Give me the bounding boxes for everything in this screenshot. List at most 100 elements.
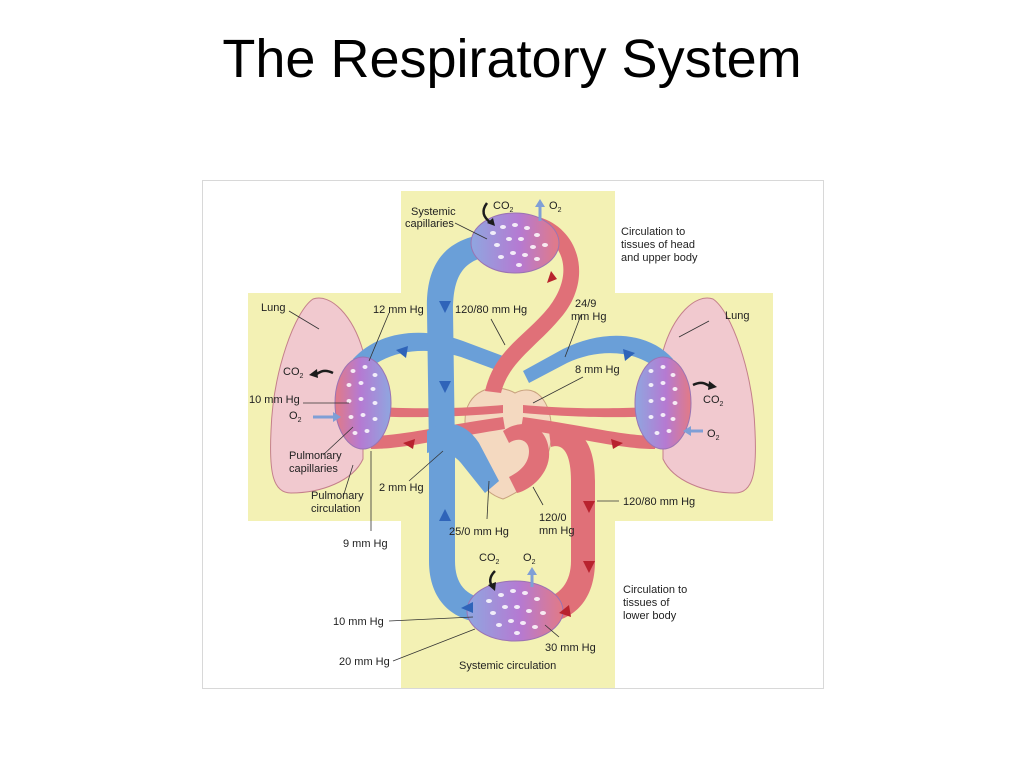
svg-text:25/0 mm Hg: 25/0 mm Hg: [449, 526, 509, 538]
o2-arrow-left-head: [333, 412, 341, 422]
label-pulm-cap-2: capillaries: [289, 463, 338, 475]
o2-arrow-top-head: [535, 199, 545, 207]
o2-arrow-bottom-head: [527, 567, 537, 575]
svg-text:O2: O2: [523, 552, 536, 566]
label-pulm-circ-2: circulation: [311, 503, 361, 515]
svg-text:Pulmonary: Pulmonary: [311, 490, 364, 502]
label-2-mmhg: 2 mm Hg: [379, 482, 424, 494]
label-o2-bottom: O: [523, 552, 532, 564]
label-8-mmhg: 8 mm Hg: [575, 364, 620, 376]
systemic-capillaries-upper: [470, 212, 560, 274]
label-12-mmhg: 12 mm Hg: [373, 304, 424, 316]
label-systemic-capillaries-2: capillaries: [405, 218, 454, 230]
flow-arrows-red: [403, 271, 623, 617]
leader-lines: [288, 222, 710, 662]
aorta-descending: [539, 428, 595, 623]
pulmonary-vein-right: [521, 417, 658, 449]
right-atrium: [427, 423, 499, 493]
label-co2-left: CO: [283, 366, 300, 378]
label-120-0-1: 120/0: [539, 512, 567, 524]
svg-text:circulation: circulation: [311, 503, 361, 515]
label-30-mmhg: 30 mm Hg: [545, 642, 596, 654]
label-pulm-circ-1: Pulmonary: [311, 490, 364, 502]
svg-text:120/80 mm Hg: 120/80 mm Hg: [455, 304, 527, 316]
label-co2-right-sub: 2: [720, 401, 724, 408]
svg-text:mm Hg: mm Hg: [539, 525, 574, 537]
label-co2-top: CO: [493, 200, 510, 212]
label-circ-lower-1: Circulation to: [623, 584, 687, 596]
svg-text:20 mm Hg: 20 mm Hg: [339, 656, 390, 668]
label-circ-upper-2: tissues of head: [621, 239, 695, 251]
label-120-80-top: 120/80 mm Hg: [455, 304, 527, 316]
svg-text:120/80 mm Hg: 120/80 mm Hg: [623, 496, 695, 508]
label-circ-upper-3: and upper body: [621, 252, 698, 264]
label-24-9-2: mm Hg: [571, 311, 606, 323]
co2-arrow-right-head: [708, 381, 717, 390]
svg-text:2 mm Hg: 2 mm Hg: [379, 482, 424, 494]
label-20-mmhg: 20 mm Hg: [339, 656, 390, 668]
label-9-mmhg: 9 mm Hg: [343, 538, 388, 550]
svg-text:O2: O2: [707, 428, 720, 442]
label-120-0-2: mm Hg: [539, 525, 574, 537]
svg-text:lower body: lower body: [623, 610, 677, 622]
svg-text:120/0: 120/0: [539, 512, 567, 524]
respiratory-circulation-diagram: Systemic capillaries CO2 O2 Circulation …: [202, 180, 824, 689]
svg-text:CO2: CO2: [479, 552, 500, 566]
right-lung: [662, 297, 756, 494]
label-120-80-right: 120/80 mm Hg: [623, 496, 695, 508]
left-ventricle: [503, 424, 550, 493]
left-lung: [270, 297, 364, 494]
svg-text:O2: O2: [549, 200, 562, 214]
co2-arrow-bottom-head: [488, 582, 496, 591]
pulmonary-artery-right: [523, 335, 673, 383]
slide-title: The Respiratory System: [222, 29, 802, 89]
label-o2-right-sub: 2: [716, 435, 720, 442]
capillary-pores-upper: [490, 223, 548, 267]
svg-text:CO2: CO2: [703, 394, 724, 408]
pulmonary-capillaries-right: [634, 356, 692, 450]
svg-text:CO2: CO2: [493, 200, 514, 214]
svg-text:Lung: Lung: [261, 302, 285, 314]
inferior-vena-cava: [429, 441, 489, 623]
capillary-pores-left: [346, 365, 378, 435]
label-circ-lower-3: lower body: [623, 610, 677, 622]
svg-text:8 mm Hg: 8 mm Hg: [575, 364, 620, 376]
svg-text:9 mm Hg: 9 mm Hg: [343, 538, 388, 550]
svg-text:O2: O2: [289, 410, 302, 424]
capillary-pores-lower: [486, 589, 546, 635]
svg-text:capillaries: capillaries: [289, 463, 338, 475]
label-o2-top-sub: 2: [558, 207, 562, 214]
svg-text:Lung: Lung: [725, 310, 749, 322]
co2-arrow-top-head: [487, 218, 495, 226]
svg-text:Circulation to: Circulation to: [621, 226, 685, 238]
label-o2-bottom-sub: 2: [532, 559, 536, 566]
label-circ-upper-1: Circulation to: [621, 226, 685, 238]
pulmonary-vein-right-2: [523, 405, 665, 418]
flow-arrows-blue: [396, 301, 635, 613]
label-co2-right: CO: [703, 394, 720, 406]
label-o2-top: O: [549, 200, 558, 212]
label-pulm-cap-1: Pulmonary: [289, 450, 342, 462]
pulmonary-artery-left: [353, 332, 503, 371]
label-systemic-capillaries-1: Systemic: [411, 206, 456, 218]
label-circ-lower-2: tissues of: [623, 597, 670, 609]
label-o2-right: O: [707, 428, 716, 440]
label-24-9-1: 24/9: [575, 298, 596, 310]
svg-text:tissues of head: tissues of head: [621, 239, 695, 251]
label-co2-left-sub: 2: [300, 373, 304, 380]
label-co2-bottom-sub: 2: [496, 559, 500, 566]
svg-text:Circulation to: Circulation to: [623, 584, 687, 596]
svg-text:tissues of: tissues of: [623, 597, 670, 609]
label-o2-left-sub: 2: [298, 417, 302, 424]
svg-text:Pulmonary: Pulmonary: [289, 450, 342, 462]
label-10-mmhg-left: 10 mm Hg: [249, 394, 300, 406]
label-co2-top-sub: 2: [510, 207, 514, 214]
svg-text:24/9: 24/9: [575, 298, 596, 310]
label-systemic-circulation: Systemic circulation: [459, 660, 556, 672]
o2-arrow-right-head: [683, 426, 691, 436]
superior-vena-cava: [426, 233, 495, 451]
svg-text:mm Hg: mm Hg: [571, 311, 606, 323]
svg-text:10 mm Hg: 10 mm Hg: [249, 394, 300, 406]
label-co2-bottom: CO: [479, 552, 496, 564]
aorta-upper: [485, 217, 580, 393]
